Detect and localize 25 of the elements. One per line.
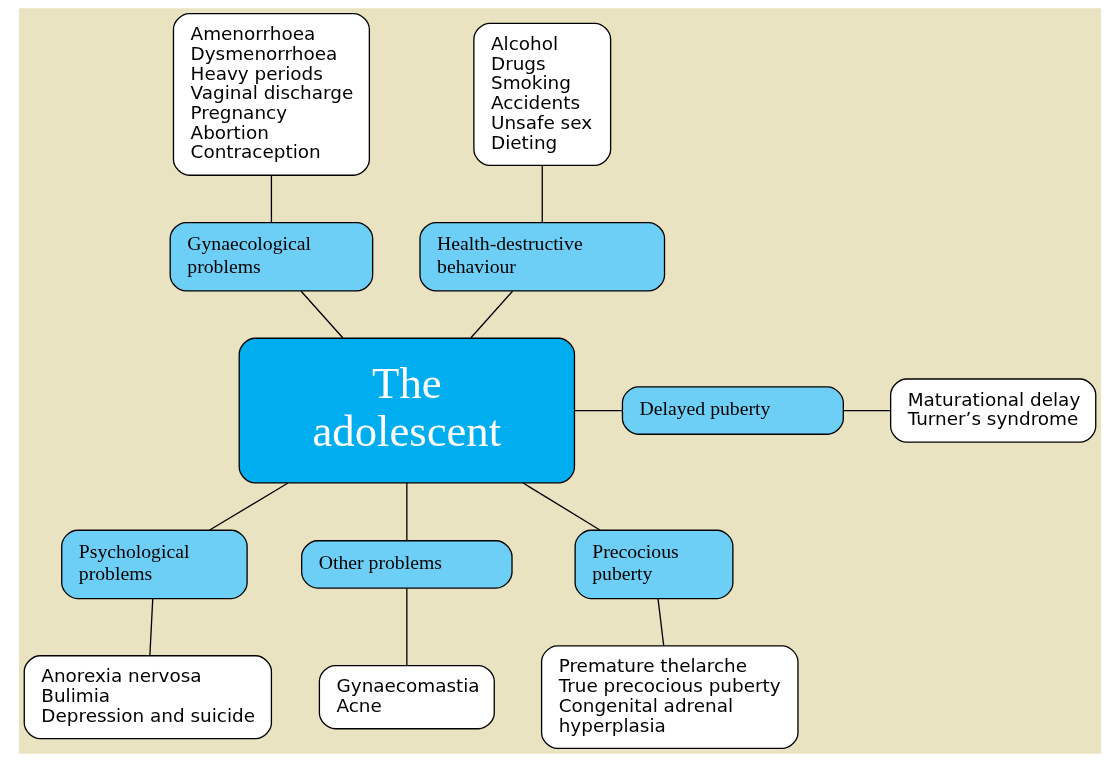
connector [843, 409, 892, 412]
node-box: Alcohol Drugs Smoking Accidents Unsafe sex Dieting [473, 22, 612, 167]
node-box: Other problems [301, 540, 513, 589]
connector [209, 482, 289, 531]
connector [541, 165, 543, 223]
node-box: Premature thelarche True precocious puberty Congenital adrenal hyperplasia [540, 645, 799, 750]
node-box: Psychological problems [61, 529, 248, 600]
node-box: Gynaecological problems [169, 221, 374, 292]
node-box: Health-destructive behaviour [419, 221, 666, 292]
connector [470, 290, 514, 339]
connector [574, 409, 623, 412]
node-box: Delayed puberty [621, 386, 844, 435]
connector [657, 598, 665, 647]
node-box: Anorexia nervosa Bulimia Depression and suicide [23, 655, 273, 740]
node-box: Amenorrhoea Dysmenorrhoea Heavy periods Vaginal discharge Pregnancy Abortion Contraception [172, 12, 371, 176]
connector [406, 587, 408, 666]
connector [522, 482, 601, 531]
connector [270, 174, 273, 223]
node-box: Precocious puberty [574, 529, 734, 600]
connector [149, 598, 154, 656]
node-box: Maturational delay Turner’s syndrome [890, 378, 1097, 443]
node-box: The adolescent [238, 337, 576, 484]
connector [406, 482, 408, 542]
connector [300, 290, 344, 339]
node-box: Gynaecomastia Acne [318, 664, 495, 730]
